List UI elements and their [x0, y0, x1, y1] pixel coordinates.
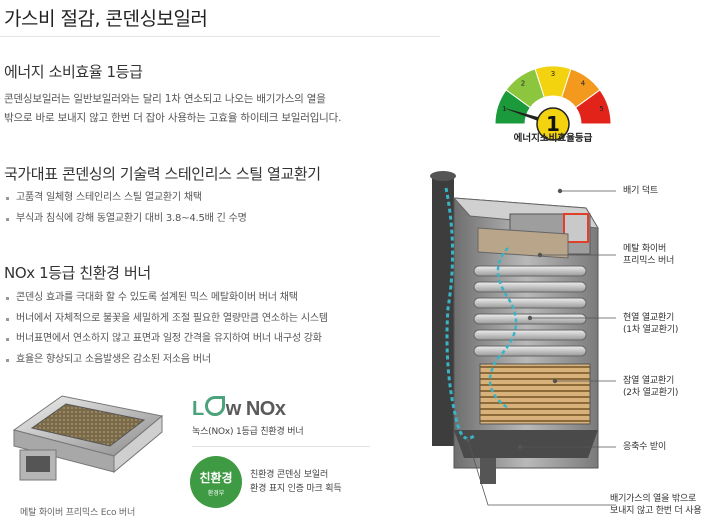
- eco-text-line: 환경 표지 인증 마크 획득: [250, 484, 342, 494]
- callout-sensible-heat-exchanger: 현열 열교환기 (1차 열교환기): [623, 312, 678, 336]
- lownox-logo-part: L: [192, 398, 204, 420]
- efficiency-gauge-chart: 1 2 3 4 5 1: [494, 65, 612, 141]
- nox-heading: NOx 1등급 친환경 버너: [4, 264, 151, 282]
- lownox-logo-part: w NOx: [225, 398, 286, 420]
- stainless-bullet-item: 고품격 일체형 스테인리스 스틸 열교환기 채택: [4, 188, 424, 209]
- callout-line: (1차 열교환기): [623, 325, 679, 335]
- callout-metal-fiber-burner: 메탈 화이버 프리믹스 버너: [623, 243, 674, 267]
- stainless-bullet-item: 부식과 침식에 강해 동열교환기 대비 3.8~4.5배 긴 수명: [4, 209, 424, 230]
- nox-bullet-item: 효율은 향상되고 소음발생은 감소된 저소음 버너: [4, 350, 434, 371]
- burner-image: [2, 390, 172, 498]
- callout-exhaust-duct: 배기 덕트: [623, 185, 658, 197]
- gauge-number: 5: [599, 105, 603, 113]
- efficiency-heading: 에너지 소비효율 1등급: [4, 63, 143, 81]
- title-divider: [0, 36, 440, 37]
- gauge-number: 2: [521, 80, 525, 88]
- callout-line: 현열 열교환기: [623, 313, 675, 323]
- nox-bullet-item: 콘덴싱 효과를 극대화 할 수 있도록 설계된 믹스 메탈화이버 버너 채택: [4, 288, 434, 309]
- callout-line: 응축수 받이: [623, 442, 667, 452]
- burner-caption: 메탈 화이버 프리믹스 Eco 버너: [20, 508, 136, 518]
- boiler-cutaway-image: [418, 168, 618, 508]
- eco-badge-text: 친환경: [199, 471, 233, 485]
- stainless-heading: 국가대표 콘덴싱의 기술력 스테인리스 스틸 열교환기: [4, 165, 321, 183]
- gauge-grade: 1: [546, 112, 560, 136]
- callout-line: 프리믹스 버너: [623, 256, 675, 266]
- callout-line: 잠열 열교환기: [623, 376, 675, 386]
- eco-badge: 친환경 환경부: [190, 456, 242, 508]
- gauge-segment: [574, 89, 612, 125]
- nox-bullet-item: 버너에서 자체적으로 불꽃을 세밀하게 조절 필요한 열량만큼 연소하는 시스템: [4, 309, 434, 330]
- efficiency-paragraph-line: 콘덴싱보일러는 일반보일러와는 달리 1차 연소되고 나오는 배기가스의 열을: [4, 93, 326, 105]
- lownox-caption: 녹스(NOx) 1등급 친환경 버너: [192, 427, 304, 437]
- callout-line: 배기 덕트: [623, 186, 658, 196]
- efficiency-paragraph-line: 밖으로 바로 보내지 않고 한번 더 잡아 사용하는 고효율 하이테크 보일러입…: [4, 112, 342, 124]
- gauge-number: 4: [581, 80, 586, 88]
- leaf-icon: [204, 396, 225, 416]
- callout-exhaust-reuse: 배기가스의 열을 밖으로 보내지 않고 한번 더 사용: [610, 493, 702, 517]
- gauge-grade-disc: [536, 107, 570, 141]
- gauge-number: 1: [502, 105, 506, 113]
- callout-line: 메탈 화이버: [623, 244, 667, 254]
- callout-condensate-tray: 응축수 받이: [623, 441, 666, 453]
- lownox-divider: [192, 446, 370, 447]
- gauge-number: 3: [551, 70, 555, 78]
- efficiency-paragraph: 콘덴싱보일러는 일반보일러와는 달리 1차 연소되고 나오는 배기가스의 열을 …: [4, 90, 424, 128]
- efficiency-gauge-label: 에너지소비효율등급: [513, 133, 593, 144]
- efficiency-gauge: 1 2 3 4 5 1 에너지소비효율등급: [484, 58, 622, 148]
- callout-line: 보내지 않고 한번 더 사용: [610, 506, 702, 516]
- eco-text-line: 친환경 콘덴싱 보일러: [250, 470, 329, 480]
- page-title: 가스비 절감, 콘덴싱보일러: [4, 8, 208, 30]
- callout-latent-heat-exchanger: 잠열 열교환기 (2차 열교환기): [623, 375, 678, 399]
- callout-line: 배기가스의 열을 밖으로: [610, 494, 697, 504]
- eco-text: 친환경 콘덴싱 보일러 환경 표지 인증 마크 획득: [250, 468, 342, 496]
- callout-line: (2차 열교환기): [623, 388, 679, 398]
- eco-badge-sub: 환경부: [207, 490, 225, 497]
- nox-bullet-item: 버너표면에서 연소하지 않고 표면과 일정 간격을 유지하여 버너 내구성 강화: [4, 329, 434, 350]
